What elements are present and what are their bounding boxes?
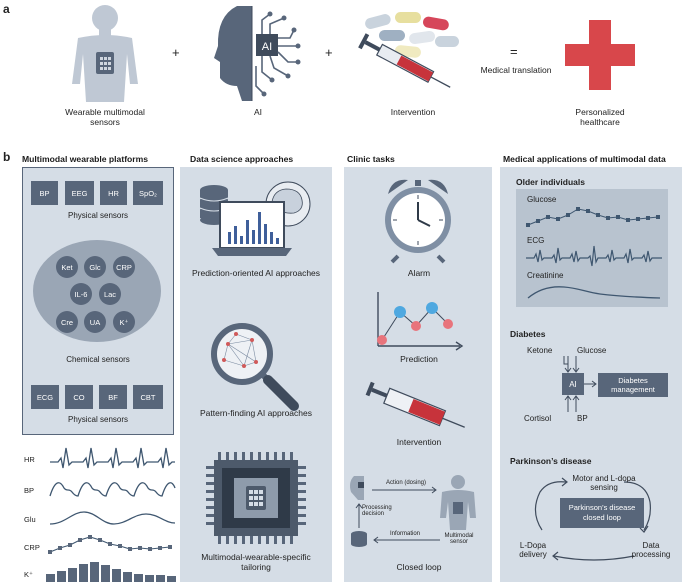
older-creatinine-trace bbox=[527, 286, 661, 299]
col3-item-alarm: Alarm bbox=[407, 268, 431, 278]
parkinsons-center-box: Parkinson’s disease closed loop bbox=[560, 498, 644, 528]
col2-title: Data science approaches bbox=[190, 154, 294, 164]
label-ai: AI bbox=[253, 107, 263, 117]
svg-text:AI: AI bbox=[262, 41, 272, 53]
hr-trace bbox=[50, 447, 175, 469]
alarm-clock-icon bbox=[385, 179, 451, 264]
bp-trace bbox=[49, 482, 176, 497]
chemical-sensors-caption: Chemical sensors bbox=[66, 355, 130, 364]
pills-syringe-icon bbox=[358, 12, 459, 88]
chem-glc: Glc bbox=[84, 256, 106, 278]
diabetes-input-bp: BP bbox=[577, 414, 588, 423]
col3-item-prediction: Prediction bbox=[400, 354, 438, 364]
chem-cre: Cre bbox=[56, 311, 78, 333]
ai-head-icon: AI bbox=[214, 6, 301, 101]
plus-operator-2: + bbox=[325, 45, 333, 60]
older-box bbox=[516, 189, 668, 307]
closed-loop-diagram bbox=[350, 475, 476, 547]
col3-title: Clinic tasks bbox=[347, 154, 395, 164]
sensor-ecg: ECG bbox=[31, 385, 59, 409]
col3-item-closed-loop: Closed loop bbox=[396, 562, 442, 572]
older-ecg-trace bbox=[526, 245, 662, 267]
loop-information-label: Information bbox=[389, 531, 420, 537]
loop-action-label: Action (dosing) bbox=[385, 480, 427, 486]
diabetes-arrows bbox=[563, 356, 597, 412]
panel-b-label: b bbox=[3, 150, 11, 164]
parkinsons-title: Parkinson’s disease bbox=[510, 456, 592, 466]
older-signal-glucose: Glucose bbox=[527, 195, 557, 204]
chem-k: K⁺ bbox=[113, 311, 135, 333]
col4-title: Medical applications of multimodal data bbox=[503, 154, 666, 164]
diabetes-title: Diabetes bbox=[510, 329, 546, 339]
magnifier-network-icon bbox=[211, 323, 299, 411]
crp-trace bbox=[48, 535, 172, 554]
laptop-brain-icon bbox=[199, 181, 311, 256]
physical-sensors-caption-bottom: Physical sensors bbox=[67, 415, 129, 424]
plus-operator-1: + bbox=[172, 45, 180, 60]
diabetes-input-ketone: Ketone bbox=[527, 346, 553, 355]
sensor-hr: HR bbox=[100, 181, 127, 205]
chem-ket: Ket bbox=[56, 256, 78, 278]
chem-lac: Lac bbox=[99, 283, 121, 305]
signal-label-glu: Glu bbox=[24, 515, 36, 524]
signal-label-hr: HR bbox=[24, 455, 35, 464]
loop-sensor-label: Multimodal sensor bbox=[444, 533, 474, 545]
parkinsons-left-label: L-Dopa delivery bbox=[519, 541, 547, 559]
panel-a-label: a bbox=[3, 2, 10, 16]
parkinsons-loop-arrows bbox=[534, 477, 651, 561]
label-intervention: Intervention bbox=[390, 107, 436, 117]
older-title: Older individuals bbox=[516, 177, 585, 187]
label-personalized-healthcare: Personalized healthcare bbox=[575, 107, 625, 127]
col3-item-intervention: Intervention bbox=[396, 437, 442, 447]
col2-item-tailoring: Multimodal-wearable-specific tailoring bbox=[201, 552, 311, 572]
loop-processing-label: Processing decision bbox=[362, 505, 392, 517]
parkinsons-top-label: Motor and L-dopa sensing bbox=[572, 474, 636, 492]
older-signal-ecg: ECG bbox=[527, 236, 545, 245]
signal-label-bp: BP bbox=[24, 486, 35, 495]
older-signal-creatinine: Creatinine bbox=[527, 271, 564, 280]
red-cross-icon bbox=[565, 20, 635, 90]
sensor-cbt: CBT bbox=[133, 385, 163, 409]
diabetes-ai-box: AI bbox=[562, 373, 584, 395]
sensor-spo2: SpO₂ bbox=[133, 181, 163, 205]
syringe-icon bbox=[365, 381, 465, 428]
signal-label-k: K⁺ bbox=[24, 570, 33, 579]
human-silhouette-icon bbox=[72, 5, 138, 102]
col2-item-pattern: Pattern-finding AI approaches bbox=[200, 408, 312, 418]
k-trace bbox=[46, 562, 176, 582]
chem-crp: CRP bbox=[113, 256, 135, 278]
sensor-eeg: EEG bbox=[65, 181, 94, 205]
label-wearable-sensors: Wearable multimodal sensors bbox=[65, 107, 145, 127]
equals-operator: = bbox=[510, 44, 518, 59]
sensor-co: CO bbox=[65, 385, 93, 409]
chip-icon bbox=[206, 452, 306, 544]
chem-ua: UA bbox=[84, 311, 106, 333]
chem-il6: IL-6 bbox=[70, 283, 92, 305]
label-medical-translation: Medical translation bbox=[480, 65, 552, 75]
sensor-bp: BP bbox=[31, 181, 58, 205]
col1-title: Multimodal wearable platforms bbox=[22, 154, 149, 164]
parkinsons-right-label: Data processing bbox=[631, 541, 671, 559]
diabetes-management-box: Diabetes management bbox=[598, 373, 668, 397]
signal-label-crp: CRP bbox=[24, 543, 40, 552]
col2-item-prediction: Prediction-oriented AI approaches bbox=[191, 268, 321, 278]
sensor-bf: BF bbox=[99, 385, 127, 409]
older-glucose-trace bbox=[526, 207, 660, 227]
diabetes-input-glucose: Glucose bbox=[577, 346, 607, 355]
glu-trace bbox=[49, 511, 176, 525]
prediction-chart-icon bbox=[377, 292, 464, 351]
physical-sensors-caption-top: Physical sensors bbox=[67, 211, 129, 220]
diabetes-input-cortisol: Cortisol bbox=[524, 414, 552, 423]
